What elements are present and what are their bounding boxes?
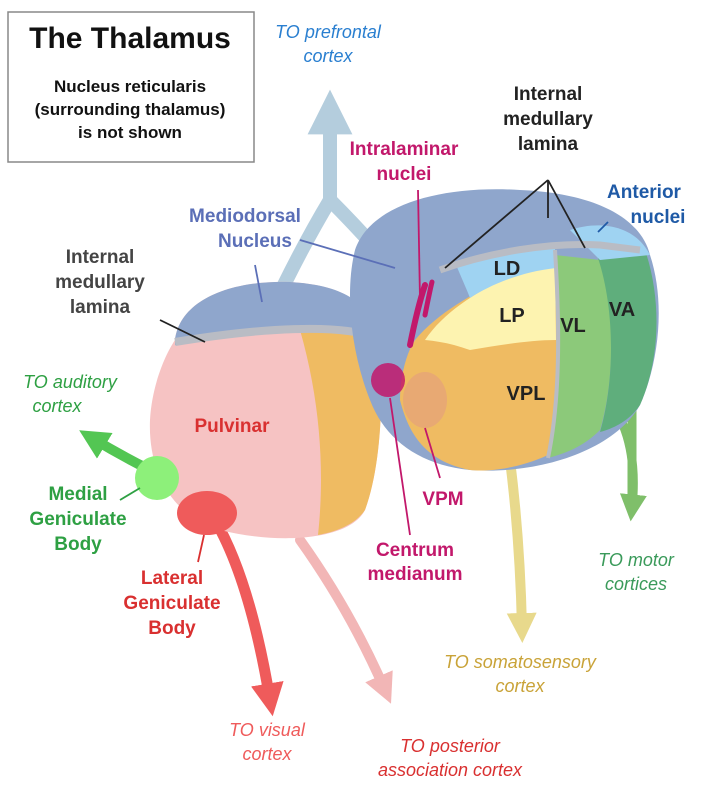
somatosensory-target-line-2: cortex <box>495 676 545 696</box>
auditory-target-line-1: TO auditory <box>23 372 118 392</box>
right-lamina-leader-1 <box>444 179 549 269</box>
anterior-leader <box>597 221 609 233</box>
vpm-label: VPM <box>422 489 463 510</box>
medial-geniculate-label-line-3: Body <box>54 534 102 555</box>
mediodorsal-label-line-1: Mediodorsal <box>189 206 301 227</box>
posterior-lobe-lateral-region <box>300 325 382 535</box>
somatosensory-arrow <box>505 455 537 643</box>
intralaminar-streak-1 <box>407 282 428 348</box>
vl-region <box>548 255 612 458</box>
ld-label: LD <box>494 258 521 280</box>
motor-target-line-2: cortices <box>605 574 667 594</box>
right-lamina-label-line-1: Internal <box>514 84 583 105</box>
mediodorsal-leader-2 <box>299 239 396 269</box>
lamina-divider <box>546 249 561 459</box>
title-box: The Thalamus Nucleus reticularis (surrou… <box>7 11 255 163</box>
medial-geniculate-leader <box>119 487 141 501</box>
title-note-line-2: (surrounding thalamus) <box>35 100 226 119</box>
va-region <box>598 250 657 432</box>
anterior-lamina-band <box>438 241 641 274</box>
title-box-frame <box>7 11 255 163</box>
title-note-line-3: is not shown <box>78 123 182 142</box>
posterior-target-line-2: association cortex <box>378 760 523 780</box>
intralaminar-label-line-1: Intralaminar <box>350 139 459 160</box>
vpl-label: VPL <box>507 383 546 405</box>
mediodorsal-label-line-2: Nucleus <box>218 231 292 252</box>
centrum-label-line-1: Centrum <box>376 540 454 561</box>
centrum-label-line-2: medianum <box>367 564 462 585</box>
lateral-geniculate-body <box>177 491 237 535</box>
left-lamina-label-line-3: lamina <box>70 297 131 318</box>
visual-target-line-1: TO visual <box>229 720 306 740</box>
anterior-label-line-2: nuclei <box>631 207 686 228</box>
left-lamina-leader <box>159 319 206 343</box>
lateral-geniculate-label-line-1: Lateral <box>141 568 203 589</box>
centrum-medianum-region <box>371 363 405 397</box>
lateral-geniculate-label-line-2: Geniculate <box>123 593 220 614</box>
intralaminar-label-line-2: nuclei <box>377 164 432 185</box>
visual-target-line-2: cortex <box>242 744 292 764</box>
lateral-geniculate-label-line-3: Body <box>148 618 196 639</box>
intralaminar-leader <box>417 189 421 301</box>
prefrontal-target-line-1: TO prefrontal <box>275 22 382 42</box>
visual-arrow <box>209 514 284 717</box>
va-label: VA <box>609 299 635 321</box>
medial-geniculate-label-line-1: Medial <box>48 484 107 505</box>
left-lamina-label-line-2: medullary <box>55 272 145 293</box>
right-lamina-label-line-3: lamina <box>518 134 579 155</box>
prefrontal-target-line-2: cortex <box>303 46 353 66</box>
posterior-lobe: Pulvinar <box>149 281 382 539</box>
lateral-geniculate-leader <box>197 534 205 563</box>
lp-label: LP <box>499 305 525 327</box>
auditory-target-line-2: cortex <box>32 396 82 416</box>
target-labels: TO prefrontal cortex TO auditory cortex … <box>23 22 675 780</box>
motor-target-line-1: TO motor <box>598 550 675 570</box>
intralaminar-streak-2 <box>422 279 435 318</box>
vpm-region <box>403 372 447 428</box>
vl-label: VL <box>560 315 586 337</box>
medial-geniculate-body <box>135 456 179 500</box>
vpm-leader <box>424 427 441 479</box>
mediodorsal-leader-1 <box>254 264 263 303</box>
anterior-lobe: LD LP VL VA VPL <box>350 189 659 471</box>
leader-lines <box>119 179 609 563</box>
anterior-label-line-1: Anterior <box>607 182 682 203</box>
right-lamina-leader-3 <box>547 179 586 249</box>
structure-labels: Mediodorsal Nucleus Intralaminar nuclei … <box>29 84 685 639</box>
medial-geniculate-label-line-2: Geniculate <box>29 509 126 530</box>
lp-region <box>425 265 556 350</box>
left-lamina-label-line-1: Internal <box>66 247 135 268</box>
page-title: The Thalamus <box>29 22 231 55</box>
title-note-line-1: Nucleus reticularis <box>54 77 206 96</box>
posterior-target-line-1: TO posterior <box>400 736 501 756</box>
somatosensory-target-line-1: TO somatosensory <box>444 652 597 672</box>
pulvinar-label: Pulvinar <box>195 416 271 437</box>
right-lamina-label-line-2: medullary <box>503 109 593 130</box>
posterior-arrow <box>295 535 393 704</box>
centrum-leader <box>389 397 411 536</box>
